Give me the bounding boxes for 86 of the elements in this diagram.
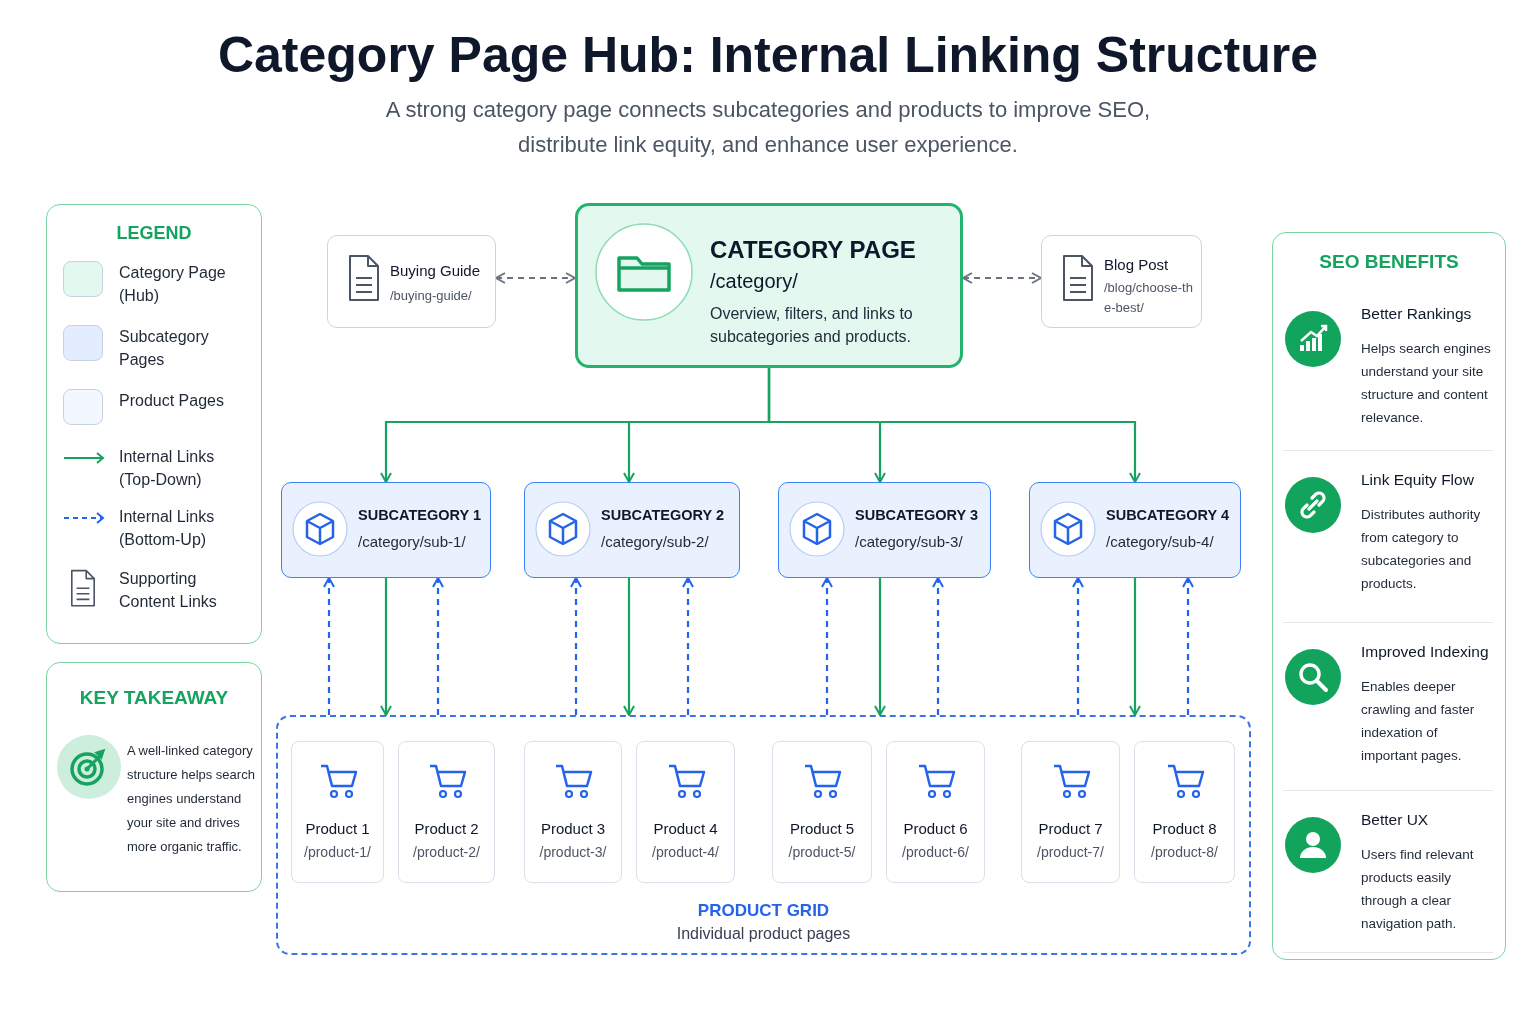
dashed-arrow — [962, 272, 1042, 284]
panel-title: KEY TAKEAWAY — [78, 687, 230, 709]
product-card — [291, 741, 384, 883]
card-title: Product 1 — [304, 820, 371, 837]
takeaway-panel — [46, 662, 262, 892]
url-text: /category/sub-2/ — [601, 533, 709, 550]
benefit-description: Distributes authority from category to subcategories and products. — [1361, 506, 1482, 593]
card-title: Product 5 — [788, 820, 856, 837]
legend-label: Supporting Content Links — [119, 569, 218, 612]
dashed-arrow — [1182, 577, 1194, 715]
subcategory-card — [524, 482, 740, 578]
card-title: SUBCATEGORY 3 — [855, 507, 978, 523]
card-title: Product 8 — [1151, 820, 1218, 837]
card-title: Product 7 — [1037, 820, 1104, 837]
dashed-arrow — [432, 577, 444, 715]
url-text: /product-3/ — [538, 844, 608, 860]
benefit-description: Helps search engines understand your site structure and content relevance. — [1361, 340, 1492, 427]
card-title: SUBCATEGORY 2 — [601, 507, 724, 523]
diagram-subtitle: A strong category page connects subcategories and products to improve SEO, distribute link equity, and enhance user experience. — [384, 96, 1152, 159]
dashed-arrow — [821, 577, 833, 715]
card-title: SUBCATEGORY 1 — [358, 507, 481, 523]
dashed-arrow — [495, 272, 576, 284]
dashed-arrow — [682, 577, 694, 715]
card-title: SUBCATEGORY 4 — [1106, 507, 1229, 523]
legend-label: Internal Links (Top-Down) — [119, 447, 216, 490]
product-card — [524, 741, 622, 883]
url-text: /product-2/ — [412, 844, 481, 860]
benefit-description: Users find relevant products easily through a clear navigation path. — [1361, 846, 1475, 933]
card-title: Product 4 — [652, 820, 719, 837]
url-text: /buying-guide/ — [390, 287, 473, 305]
url-text: /product-5/ — [787, 844, 857, 860]
benefit-description: Enables deeper crawling and faster indexation of important pages. — [1361, 678, 1476, 765]
subcategory-card — [1029, 482, 1241, 578]
url-text: /product-7/ — [1036, 844, 1105, 860]
url-text: /category/sub-1/ — [358, 533, 466, 550]
product-card — [886, 741, 985, 883]
benefits-panel — [1272, 232, 1506, 960]
dashed-arrow — [932, 577, 944, 715]
benefit-title: Better Rankings — [1361, 305, 1472, 323]
card-title: Product 2 — [413, 820, 480, 837]
legend-title: LEGEND — [115, 223, 193, 244]
card-title: CATEGORY PAGE — [710, 236, 916, 264]
benefit-title: Better UX — [1361, 811, 1429, 829]
legend-label: Subcategory Pages — [119, 327, 210, 370]
product-card — [398, 741, 495, 883]
legend-label: Internal Links (Bottom-Up) — [119, 507, 216, 550]
legend-label: Category Page (Hub) — [119, 263, 227, 306]
card-title: Buying Guide — [390, 262, 481, 279]
legend-label: Product Pages — [119, 391, 225, 411]
arrow — [1129, 578, 1141, 716]
benefit-title: Link Equity Flow — [1361, 471, 1474, 489]
content-card — [327, 235, 496, 328]
description-text: Overview, filters, and links to subcategories and products. — [710, 304, 914, 347]
content-card — [1041, 235, 1202, 328]
card-title: Product 3 — [539, 820, 607, 837]
product-card — [636, 741, 735, 883]
url-text: /product-8/ — [1150, 844, 1219, 860]
product-card — [772, 741, 872, 883]
url-text: /category/sub-3/ — [855, 533, 963, 550]
card-title: Product 6 — [902, 820, 969, 837]
arrow — [623, 578, 635, 716]
arrow — [874, 578, 886, 716]
card-title: Blog Post — [1104, 256, 1169, 273]
category-page-card — [575, 203, 963, 368]
product-grid-panel — [276, 715, 1251, 955]
panel-title: SEO BENEFITS — [1318, 251, 1460, 273]
url-text: /product-1/ — [303, 844, 372, 860]
dashed-arrow — [1072, 577, 1084, 715]
url-text: /product-4/ — [651, 844, 720, 860]
arrow — [380, 578, 392, 716]
dashed-arrow — [323, 577, 335, 715]
grid-title: PRODUCT GRID — [696, 901, 831, 921]
benefit-title: Improved Indexing — [1361, 643, 1489, 661]
subcategory-card — [778, 482, 991, 578]
url-text: /category/ — [710, 270, 798, 293]
product-card — [1134, 741, 1235, 883]
subcategory-card — [281, 482, 491, 578]
url-text: /product-6/ — [901, 844, 970, 860]
dashed-arrow — [570, 577, 582, 715]
arrow — [767, 368, 1141, 483]
takeaway-text: A well-linked category structure helps search engines understand your site and drives more organic traffic. — [127, 742, 256, 856]
url-text: /category/sub-4/ — [1106, 533, 1214, 550]
grid-subtitle: Individual product pages — [675, 925, 852, 943]
diagram-title: Category Page Hub: Internal Linking Structure — [216, 26, 1320, 84]
product-card — [1021, 741, 1120, 883]
url-text: /blog/choose-the-best/ — [1104, 279, 1193, 317]
